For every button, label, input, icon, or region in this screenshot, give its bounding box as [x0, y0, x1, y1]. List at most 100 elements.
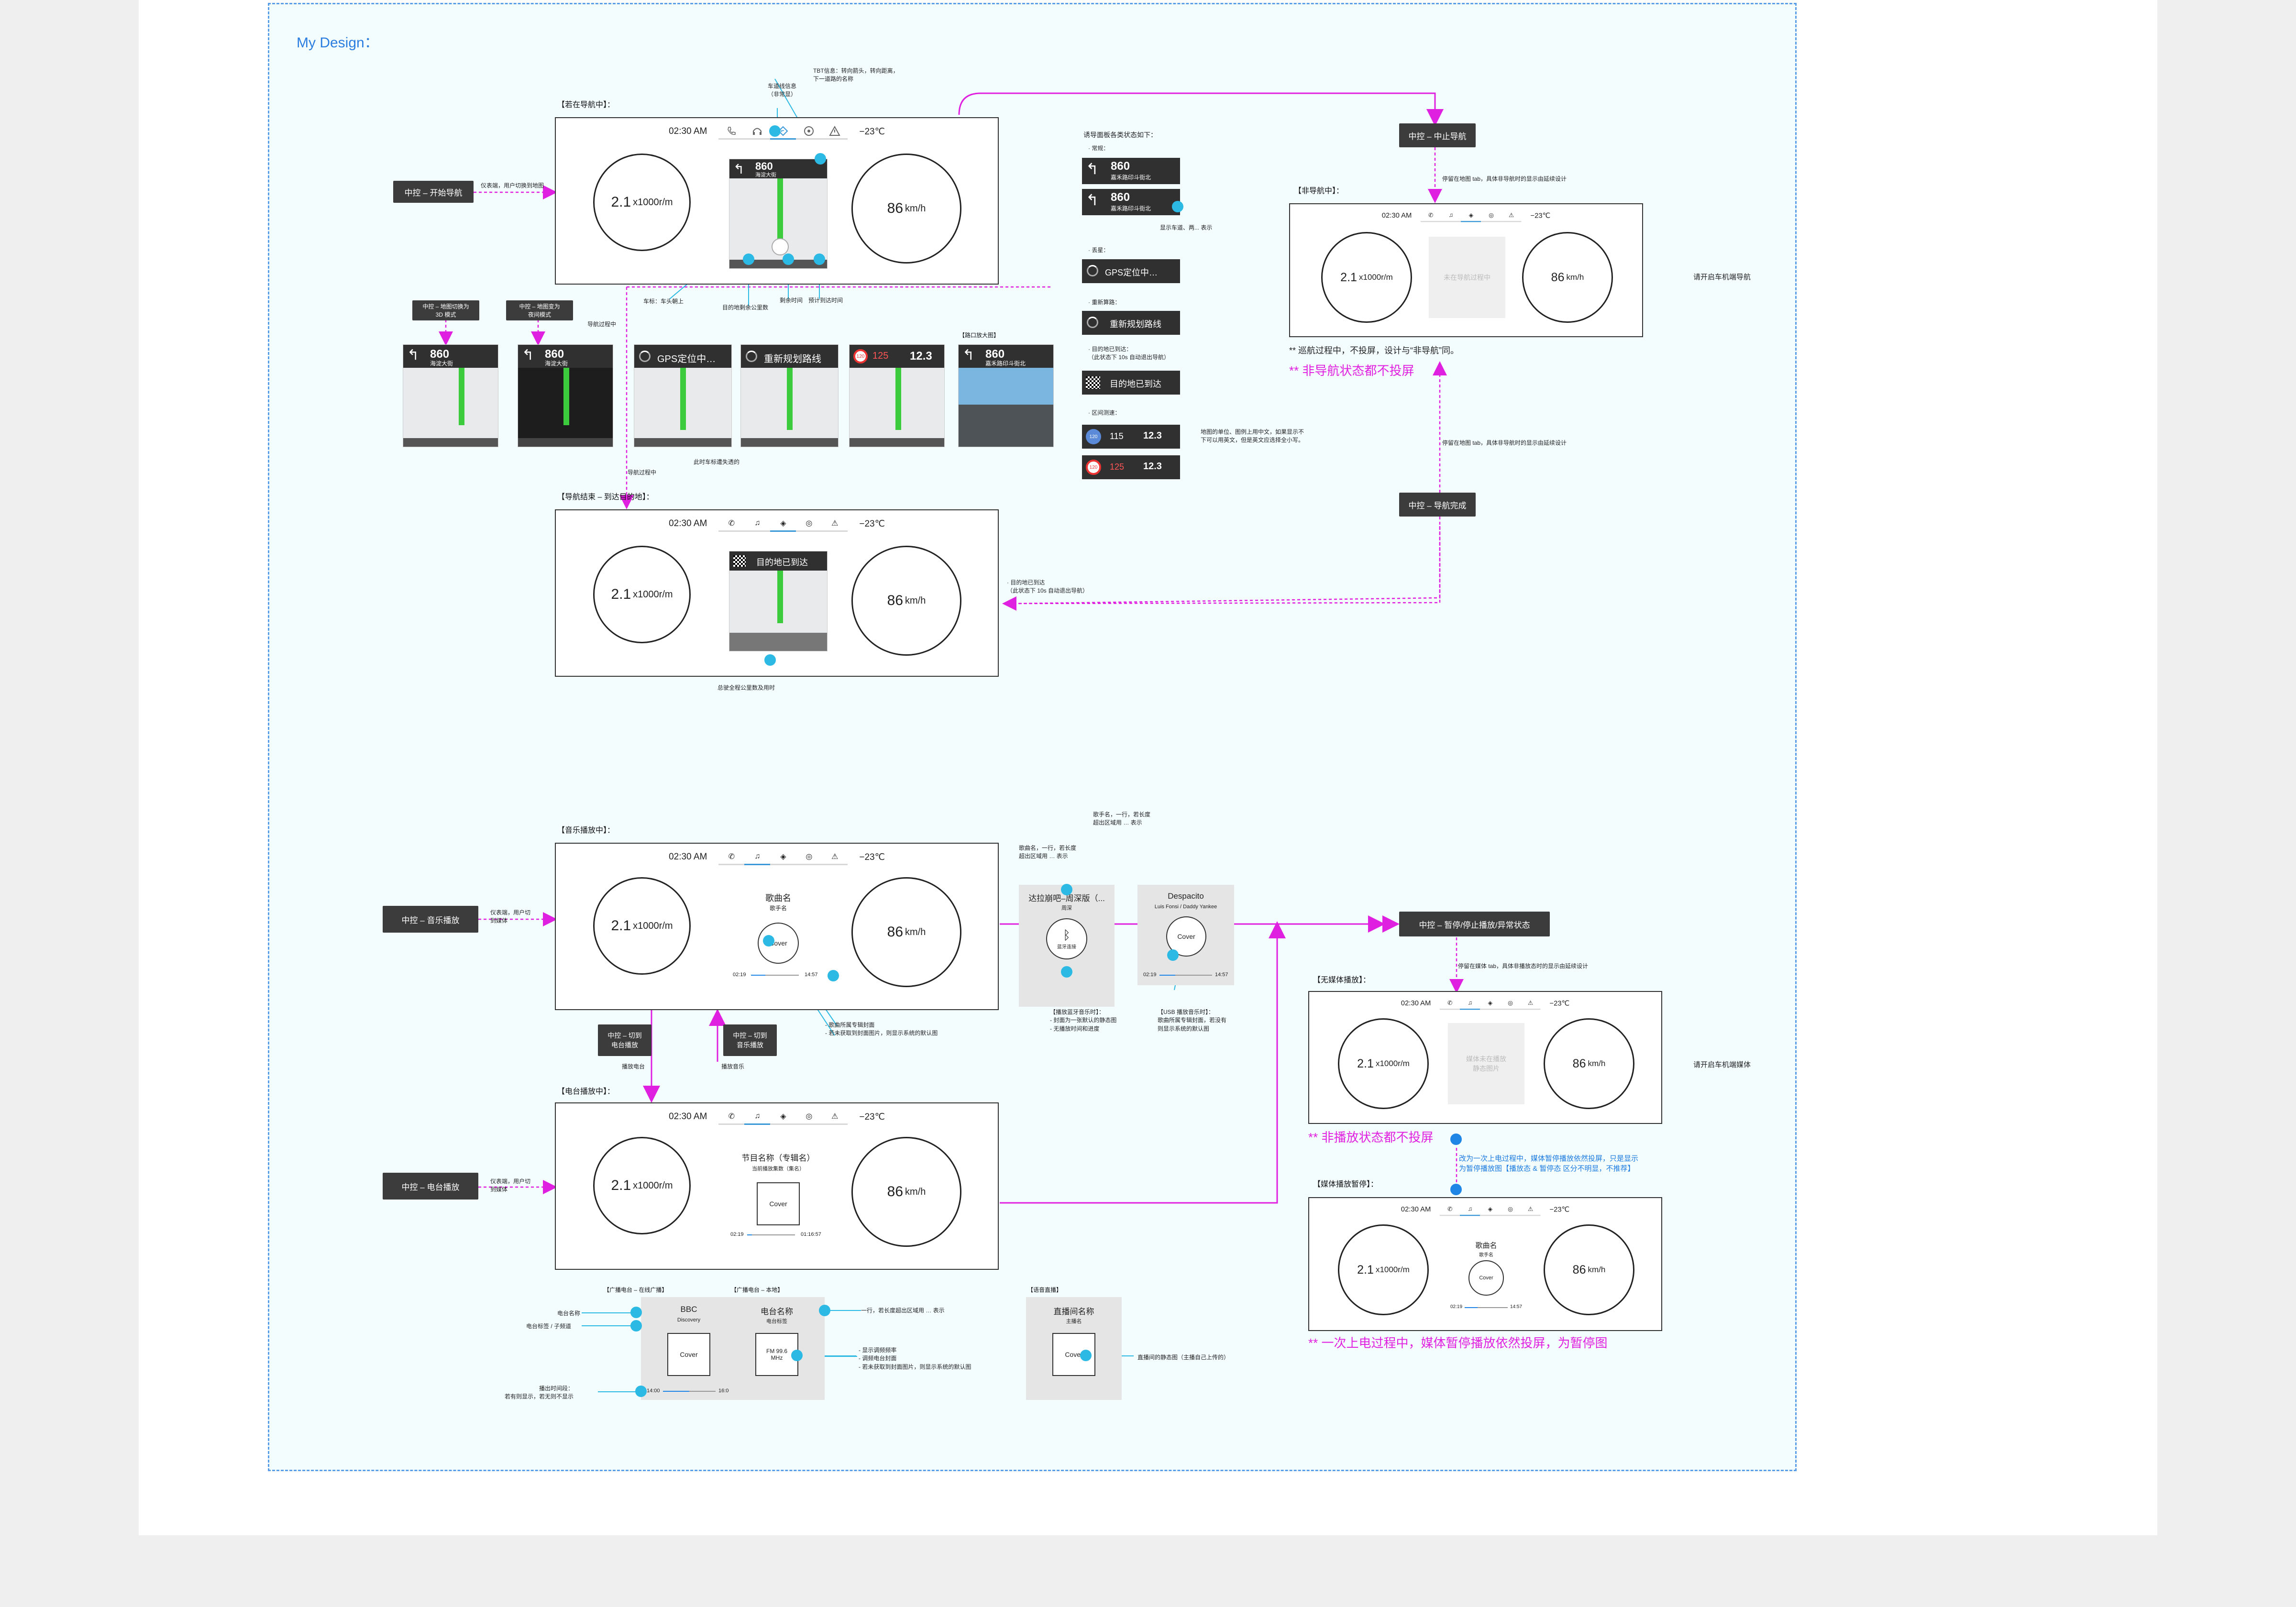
- note-paused-pink: ** 一次上电过程中，媒体暂停播放依然投屏，为暂停图: [1308, 1336, 1608, 1350]
- warning-icon[interactable]: ⚠: [822, 849, 848, 865]
- note-freq: - 显示调频频率 - 调频电台封面 - 若未获取到封面图片，则显示系统的默认图: [859, 1347, 971, 1370]
- guide-arrived: 目的地已到达: [1082, 371, 1180, 395]
- note-show-extra: 显示车道、两... 表示: [1160, 224, 1213, 231]
- section-guide-states: 诱导面板各类状态如下：: [1083, 131, 1157, 139]
- label-dest: · 目的地已到达： （此状态下 10s 自动退出导航）: [1088, 346, 1170, 361]
- headphones-icon[interactable]: ♫: [1460, 997, 1480, 1010]
- song-title: 歌曲名: [765, 893, 791, 903]
- turn-left-icon: ↰: [1086, 191, 1099, 209]
- eta-bar: [729, 260, 827, 268]
- navigation-icon[interactable]: ◈: [770, 849, 796, 865]
- phone-icon[interactable]: ✆: [1440, 997, 1460, 1010]
- note-now: 剩余时间: [780, 297, 803, 304]
- note-artist-hint: 歌手名，一行，若长度 超出区域用 … 表示: [1093, 811, 1151, 826]
- steering-wheel-icon[interactable]: ◎: [796, 516, 822, 532]
- turn-left-icon: ↰: [522, 347, 534, 363]
- label-zone: · 区间测速：: [1088, 409, 1121, 416]
- note-arrival: · 目的地已到达 （此状态下 10s 自动退出导航）: [1007, 579, 1089, 594]
- design-title: My Design：: [297, 35, 379, 51]
- steering-wheel-icon[interactable]: [796, 123, 822, 140]
- to-radio-button[interactable]: 中控 – 切到 电台播放: [598, 1024, 651, 1056]
- headphones-icon[interactable]: ♫: [744, 1109, 771, 1125]
- note-zone: 地图的单位、图例上用中文，如果显示不 下可以用英文，但是英文应选择全小写。: [1201, 429, 1304, 444]
- warning-icon[interactable]: [822, 123, 848, 140]
- loading-icon: [1087, 317, 1098, 328]
- note-stay-map2: 停留在地图 tab，具体非导航时的显示由延续设计: [1442, 440, 1567, 446]
- phone-icon[interactable]: ✆: [1421, 209, 1441, 222]
- start-nav-button[interactable]: 中控 – 开始导航: [393, 181, 474, 203]
- note-album: - 歌曲所属专辑封面 - 若未获取到封面图片，则显示系统的默认图: [825, 1022, 938, 1037]
- steering-wheel-icon[interactable]: ◎: [796, 1109, 822, 1125]
- guide-gps: GPS定位中…: [1082, 259, 1180, 283]
- phone-icon[interactable]: [718, 123, 745, 140]
- music-play-button[interactable]: 中控 – 音乐播放: [383, 906, 478, 933]
- note-stay-map: 停留在地图 tab，具体非导航时的显示由延续设计: [1442, 176, 1567, 182]
- radio-progress[interactable]: [747, 1234, 795, 1235]
- note-usb: 【USB 播放音乐时】： 歌曲所属专辑封面，若没有 则显示系统的默认图: [1158, 1009, 1227, 1032]
- stop-nav-button[interactable]: 中控 – 中止导航: [1399, 123, 1476, 147]
- progress-bar[interactable]: [751, 975, 799, 976]
- headphones-icon[interactable]: ♫: [744, 849, 771, 865]
- navigation-icon[interactable]: ◈: [770, 516, 796, 532]
- steering-wheel-icon[interactable]: ◎: [796, 849, 822, 865]
- phone-icon[interactable]: ✆: [718, 516, 745, 532]
- steering-wheel-icon[interactable]: ◎: [1500, 997, 1521, 1010]
- arrow-stop-nav: [958, 92, 1444, 126]
- steering-wheel-icon[interactable]: ◎: [1481, 209, 1501, 222]
- bt-artist: 周深: [1061, 905, 1072, 911]
- route-line: [777, 178, 783, 241]
- headphones-icon[interactable]: [744, 123, 771, 140]
- warning-icon[interactable]: ⚠: [822, 516, 848, 532]
- turn-left-icon: ↰: [962, 347, 975, 363]
- open-nav-hint: 请开启车机端导航: [1693, 273, 1751, 281]
- radio-play-button[interactable]: 中控 – 电台播放: [383, 1173, 478, 1200]
- note-cruise-pink: ** 非导航状态都不投屏: [1289, 363, 1414, 378]
- phone-icon[interactable]: ✆: [718, 849, 745, 865]
- note-bridge: 此时车标遭失透的: [694, 459, 740, 465]
- section-local-radio: 【广播电台 – 本地】: [731, 1287, 784, 1293]
- warning-icon[interactable]: ⚠: [1520, 997, 1541, 1010]
- steering-wheel-icon[interactable]: ◎: [1500, 1203, 1521, 1216]
- note-dash-radio: 仪表端，用户切 到媒体: [490, 1178, 531, 1193]
- guide-reroute: 重新规划路线: [1082, 311, 1180, 335]
- pause-button[interactable]: 中控 – 暂停/停止播放/异常状态: [1399, 912, 1550, 936]
- navigation-icon[interactable]: ◈: [770, 1109, 796, 1125]
- note-nav-progress: 导航过程中: [587, 321, 617, 328]
- loading-icon: [639, 351, 651, 362]
- map-3d-button[interactable]: 中控 – 地图切换为 3D 模式: [412, 300, 479, 320]
- navigation-icon[interactable]: ◈: [1480, 1203, 1501, 1216]
- phone-icon[interactable]: ✆: [1440, 1203, 1460, 1216]
- phone-icon[interactable]: ✆: [718, 1109, 745, 1125]
- warning-icon[interactable]: ⚠: [822, 1109, 848, 1125]
- section-online-radio: 【广播电台 – 在线广播】: [604, 1287, 668, 1293]
- warning-icon[interactable]: ⚠: [1520, 1203, 1541, 1216]
- radio-cover: Cover: [757, 1182, 800, 1225]
- headphones-icon[interactable]: ♫: [744, 516, 771, 532]
- night-mode-button[interactable]: 中控 – 地图变为 夜间模式: [506, 300, 573, 320]
- warning-icon[interactable]: ⚠: [1501, 209, 1522, 222]
- status-bar: 02:30 AM −23℃: [556, 123, 998, 140]
- headphones-icon[interactable]: ♫: [1460, 1203, 1480, 1216]
- navigation-icon[interactable]: ◈: [1461, 209, 1481, 222]
- headphones-icon[interactable]: ♫: [1441, 209, 1461, 222]
- section-non-nav: 【非导航中】：: [1294, 187, 1344, 195]
- section-live: 【语音直播】: [1027, 1287, 1062, 1293]
- nav-done-button[interactable]: 中控 – 导航完成: [1399, 493, 1476, 517]
- to-music-button[interactable]: 中控 – 切到 音乐播放: [723, 1024, 777, 1056]
- navigation-icon[interactable]: ◈: [1480, 997, 1501, 1010]
- clock: 02:30 AM: [669, 126, 707, 136]
- artist-name: 歌手名: [769, 905, 787, 912]
- note-play-music: 播放音乐: [721, 1063, 745, 1070]
- loading-icon: [746, 351, 757, 362]
- temperature: −23℃: [859, 126, 885, 137]
- online-radio-panel: BBC Discovery Cover 14:00 16:00: [641, 1297, 737, 1400]
